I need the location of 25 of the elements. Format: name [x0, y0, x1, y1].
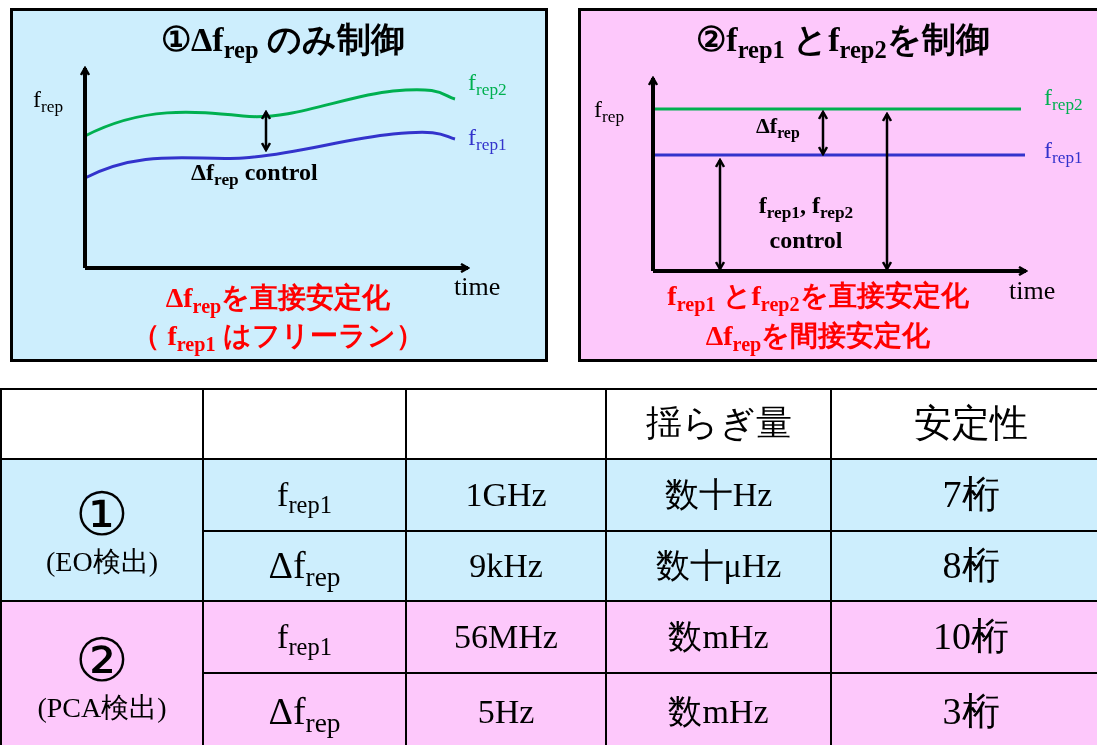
table-cell: 9kHz: [405, 530, 607, 602]
table-cell: 数mHz: [605, 600, 832, 674]
table-cell: 1GHz: [405, 458, 607, 532]
axis-label: time: [454, 273, 501, 302]
panel: [10, 8, 548, 362]
table-cell: f$_{rep1}$: [202, 458, 407, 532]
table-cell: 8桁: [830, 530, 1097, 602]
axis-label: time: [1009, 277, 1056, 306]
table-cell: Δf$_{rep}$: [202, 530, 407, 602]
table-cell: Δf$_{rep}$: [202, 672, 407, 745]
table-cell: 5Hz: [405, 672, 607, 745]
table-cell: 56MHz: [405, 600, 607, 674]
table-cell: 10桁: [830, 600, 1097, 674]
table-cell: 7桁: [830, 458, 1097, 532]
table-cell: 数mHz: [605, 672, 832, 745]
annotation: control: [769, 227, 843, 254]
circled-number: ①: [75, 483, 129, 547]
panel: [578, 8, 1097, 362]
table-cell: f$_{rep1}$: [202, 600, 407, 674]
circled-number: ②: [75, 629, 129, 693]
row-label: (PCA検出): [37, 692, 167, 723]
row-label: (EO検出): [46, 546, 158, 577]
table-cell: 数十Hz: [605, 458, 832, 532]
table-cell: 数十μHz: [605, 530, 832, 602]
table-cell: 3桁: [830, 672, 1097, 745]
